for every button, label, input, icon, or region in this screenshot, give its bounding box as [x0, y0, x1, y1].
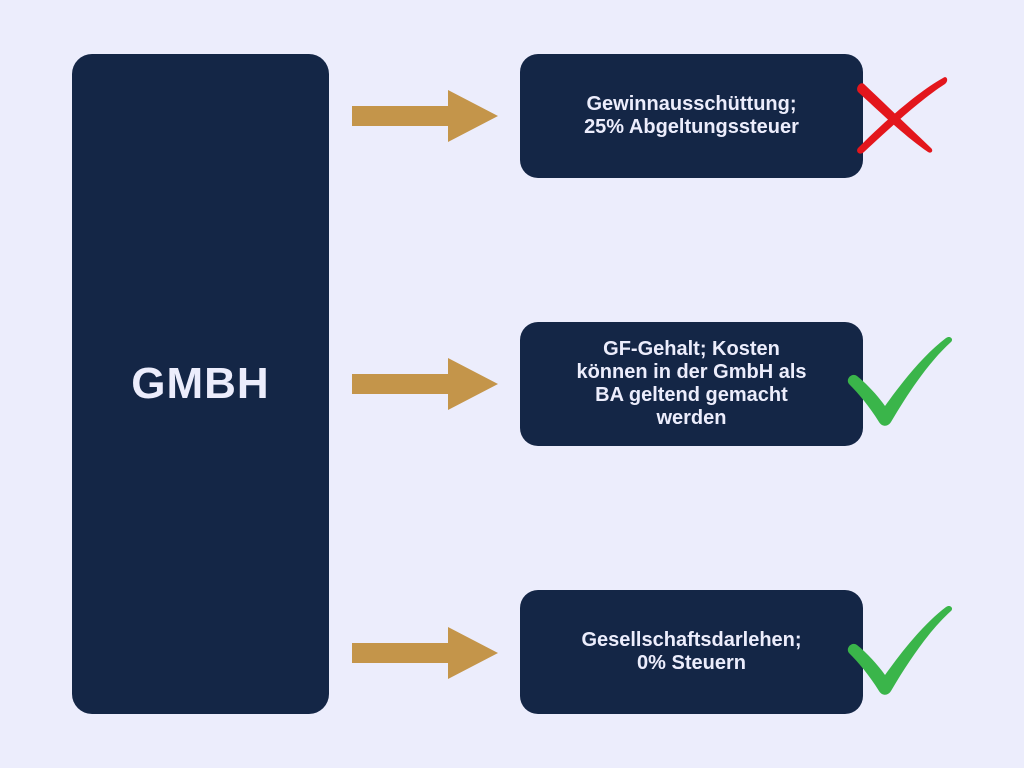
gmbh-label: GMBH: [131, 359, 270, 408]
outcome-box-dividend: Gewinnausschüttung; 25% Abgeltungssteuer: [520, 54, 863, 178]
arrow-right-icon: [352, 627, 498, 679]
outcome-text: Gesellschaftsdarlehen; 0% Steuern: [581, 629, 802, 674]
outcome-text: Gewinnausschüttung; 25% Abgeltungssteuer: [584, 93, 799, 138]
cross-icon: [857, 77, 948, 154]
arrow-right-icon: [352, 358, 498, 410]
arrow-right-icon: [352, 90, 498, 142]
gmbh-box: GMBH: [72, 54, 329, 714]
outcome-box-salary: GF-Gehalt; Kosten können in der GmbH als…: [520, 322, 863, 446]
check-icon: [847, 336, 953, 426]
check-icon: [847, 605, 953, 695]
outcome-text: GF-Gehalt; Kosten können in der GmbH als…: [576, 338, 807, 429]
outcome-box-loan: Gesellschaftsdarlehen; 0% Steuern: [520, 590, 863, 714]
